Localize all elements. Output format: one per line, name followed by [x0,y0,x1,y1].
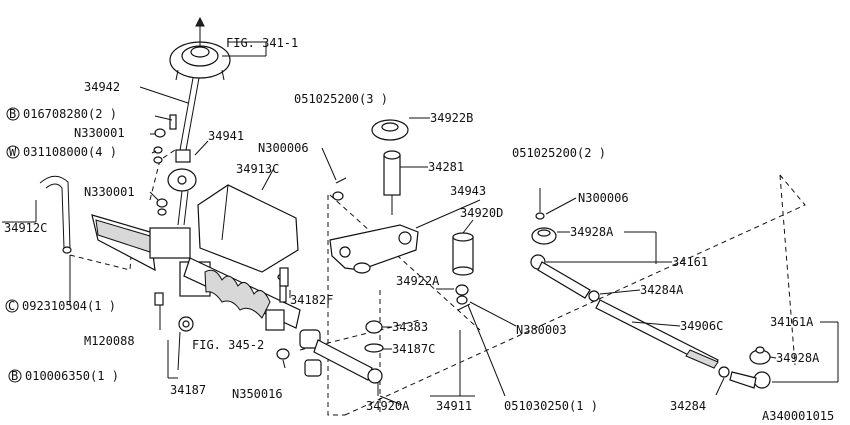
rack-cover-34913c [197,184,299,273]
label-031108000: 031108000(4 ) [23,145,117,159]
label-34911: 34911 [436,399,472,413]
label-m120088: M120088 [84,334,135,348]
steering-shaft [167,77,200,226]
label-34161a: 34161A [770,315,814,329]
callout-labels: FIG. 341-1 34942 016708280(2 ) N330001 3… [4,36,834,423]
damper-34920d [452,232,474,311]
label-fig-345-2: FIG. 345-2 [192,338,264,352]
label-34284: 34284 [670,399,706,413]
label-34906c: 34906C [680,319,723,333]
label-34912c: 34912C [4,221,47,235]
label-34942: 34942 [84,80,120,94]
label-34161: 34161 [672,255,708,269]
center-linkage [329,119,419,274]
svg-text:B: B [11,369,18,383]
leader-lines [2,41,839,406]
center-bushings [279,267,384,353]
hose-34912c [39,175,72,254]
label-34922a: 34922A [396,274,440,288]
label-051025200-3: 051025200(3 ) [294,92,388,106]
label-34928a-b: 34928A [776,351,820,365]
label-34920d: 34920D [460,206,503,220]
steering-rack [91,214,301,371]
marker-w: W [6,145,20,159]
label-34913c: 34913C [236,162,279,176]
diagram-ref-code: A340001015 [762,409,834,423]
label-34187: 34187 [170,383,206,397]
label-34281: 34281 [428,160,464,174]
marker-c: C [5,299,19,313]
label-34941: 34941 [208,129,244,143]
tie-rod-right [530,212,771,389]
marker-b-2: B [8,369,22,383]
label-fig-341-1: FIG. 341-1 [226,36,298,50]
label-092310504: 092310504(1 ) [22,299,116,313]
label-34943: 34943 [450,184,486,198]
label-34920a: 34920A [366,399,410,413]
tie-rod-left [299,329,383,396]
label-34182f: 34182F [290,293,333,307]
label-n380003: N380003 [516,323,567,337]
svg-text:W: W [9,145,17,159]
label-051030250: 051030250(1 ) [504,399,598,413]
svg-text:B: B [9,107,16,121]
label-34383: 34383 [392,320,428,334]
marker-b-1: B [6,107,20,121]
label-34922b: 34922B [430,111,473,125]
label-016708280: 016708280(2 ) [23,107,117,121]
left-fasteners [153,114,177,216]
label-n300006-b: N300006 [578,191,629,205]
label-34928a-a: 34928A [570,225,614,239]
label-n350016: N350016 [232,387,283,401]
label-010006350: 010006350(1 ) [25,369,119,383]
label-n330001-b: N330001 [84,185,135,199]
label-n330001-a: N330001 [74,126,125,140]
svg-text:C: C [8,299,15,313]
label-34284a: 34284A [640,283,684,297]
label-34187c: 34187C [392,342,435,356]
strut-mount [169,16,231,81]
label-051025200-2: 051025200(2 ) [512,146,606,160]
label-n300006-a: N300006 [258,141,309,155]
